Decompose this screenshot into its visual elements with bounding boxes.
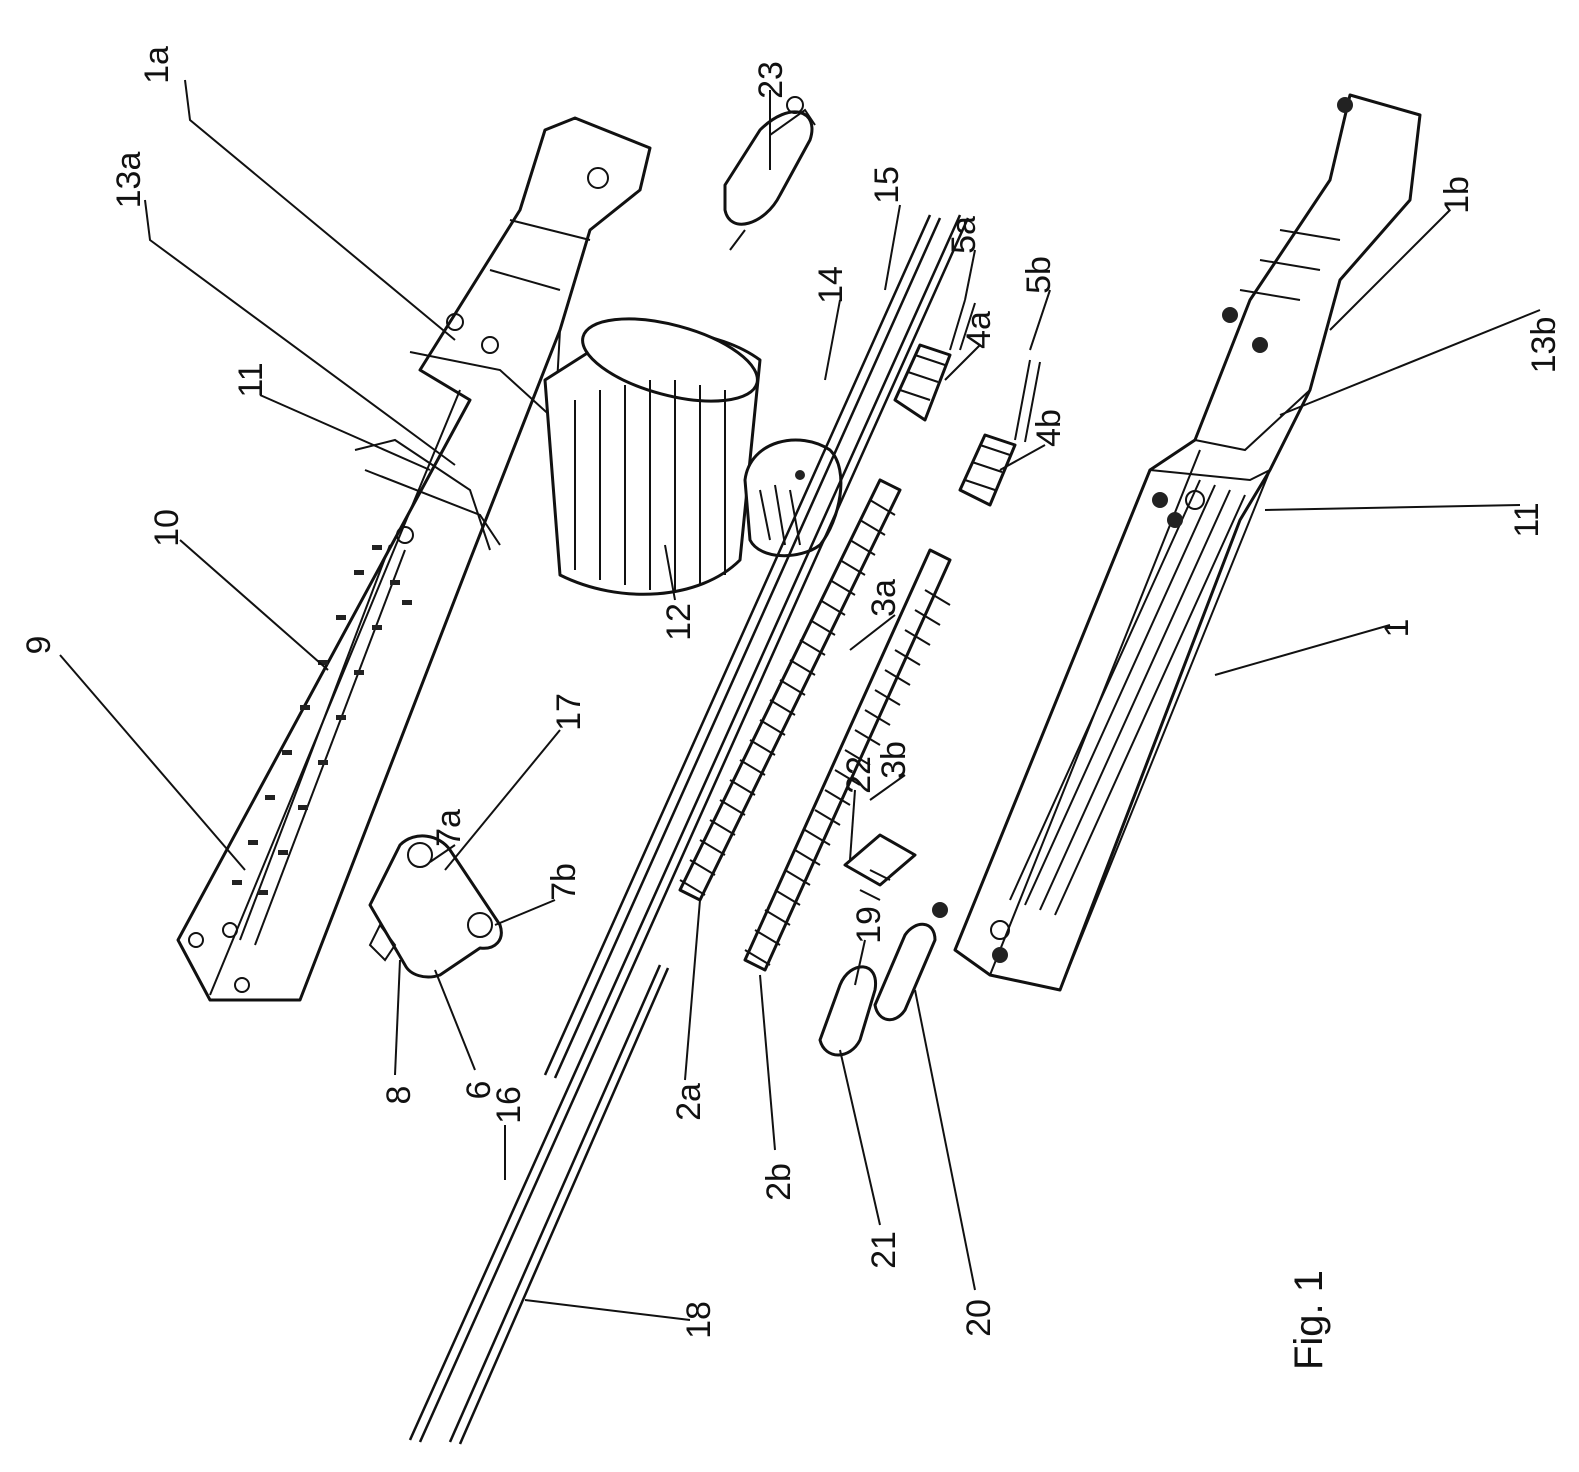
label-11-bottom: 11 [1508, 502, 1546, 537]
label-2a: 2a [670, 1083, 708, 1121]
label-5a: 5a [945, 216, 983, 254]
label-1: 1 [1378, 619, 1416, 638]
label-19: 19 [850, 906, 888, 944]
label-20: 20 [960, 1299, 998, 1337]
knob-14 [745, 440, 841, 556]
label-14: 14 [812, 266, 850, 304]
label-1a: 1a [138, 46, 176, 84]
label-7b: 7b [545, 863, 583, 901]
label-13a: 13a [110, 152, 148, 209]
label-22: 22 [840, 756, 878, 794]
label-9: 9 [20, 636, 58, 655]
label-8: 8 [380, 1086, 418, 1105]
label-15: 15 [868, 166, 906, 204]
label-4a: 4a [960, 311, 998, 349]
label-17: 17 [550, 693, 588, 731]
label-3a: 3a [865, 579, 903, 617]
label-3b: 3b [875, 741, 913, 779]
label-18: 18 [680, 1301, 718, 1339]
figure-caption: Fig. 1 [1287, 1270, 1331, 1370]
label-12: 12 [660, 603, 698, 641]
label-13b: 13b [1525, 317, 1563, 374]
lower-housing-1 [932, 95, 1420, 990]
label-2b: 2b [760, 1163, 798, 1201]
label-16: 16 [490, 1086, 528, 1124]
label-7a: 7a [430, 809, 468, 847]
grip-ring-12 [545, 303, 766, 594]
label-23: 23 [752, 61, 790, 99]
label-11-top: 11 [232, 362, 270, 397]
small-parts [820, 835, 935, 1055]
label-1b: 1b [1438, 176, 1476, 214]
label-4b: 4b [1030, 409, 1068, 447]
label-21: 21 [865, 1231, 903, 1269]
label-5b: 5b [1020, 256, 1058, 294]
label-10: 10 [148, 509, 186, 547]
